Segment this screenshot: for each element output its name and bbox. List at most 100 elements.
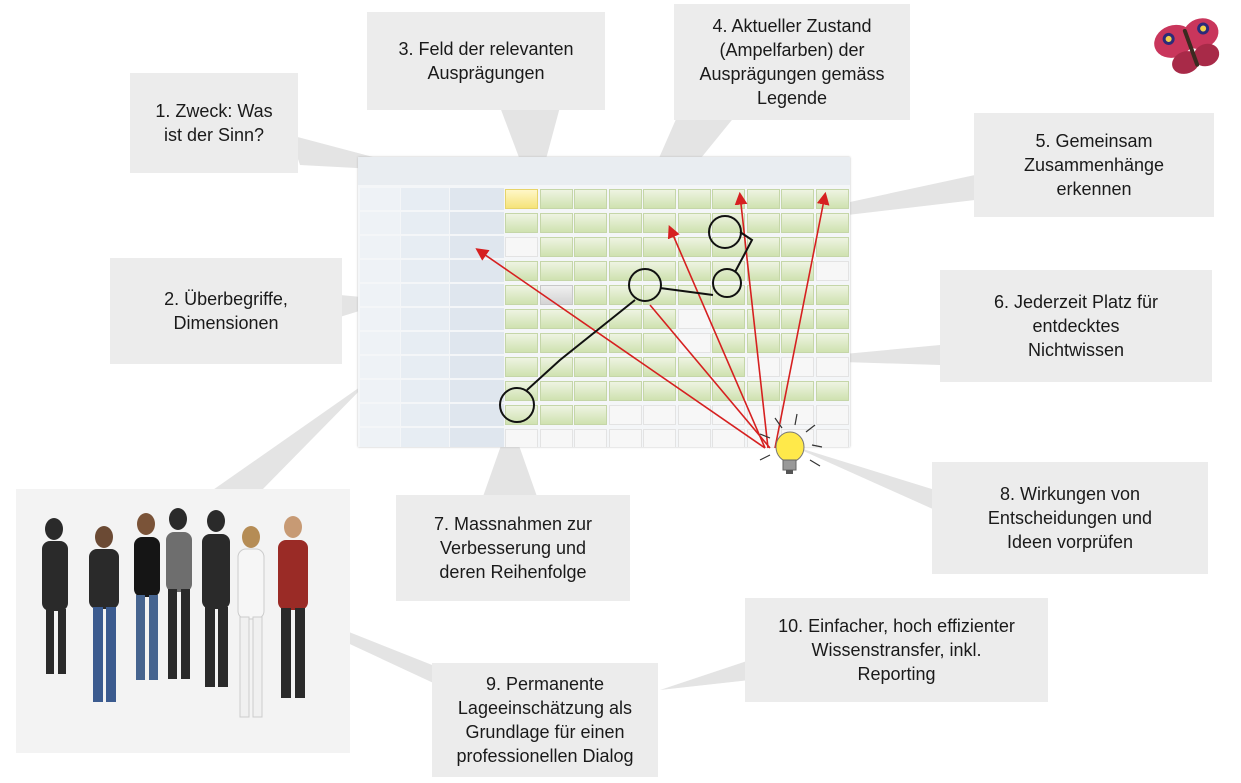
arrow-1 xyxy=(475,248,766,449)
matrix-cell xyxy=(643,213,676,233)
matrix-row-label xyxy=(360,356,400,378)
matrix-cell xyxy=(677,213,711,233)
matrix-cell xyxy=(712,261,745,281)
callout-10-wissenstransfer: 10. Einfacher, hoch effizienter Wissenst… xyxy=(745,598,1048,702)
callout-6-nichtwissen: 6. Jederzeit Platz für entdecktes Nichtw… xyxy=(940,270,1212,382)
lightbulb-icon xyxy=(759,413,823,474)
matrix-row-label xyxy=(401,212,449,234)
matrix-cell xyxy=(505,429,538,447)
link-3 xyxy=(526,299,636,391)
matrix-row xyxy=(358,379,850,403)
matrix-row-label xyxy=(450,236,504,258)
matrix-cell xyxy=(712,381,745,401)
matrix-row-label xyxy=(401,404,449,426)
matrix-header xyxy=(358,157,850,185)
circle-3 xyxy=(628,268,662,302)
matrix-row-label xyxy=(360,188,400,210)
matrix-cell xyxy=(643,237,676,257)
matrix-row xyxy=(358,331,850,355)
matrix-cell xyxy=(539,333,573,353)
matrix-cell xyxy=(505,237,538,257)
matrix-row-label xyxy=(401,260,449,282)
matrix-cell xyxy=(608,429,642,447)
matrix-cell xyxy=(815,405,849,425)
matrix-cell xyxy=(608,285,642,305)
matrix-row-label xyxy=(360,308,400,330)
matrix-cell xyxy=(643,429,676,447)
matrix-cell xyxy=(539,237,573,257)
callout-3-feld: 3. Feld der relevanten Ausprägungen xyxy=(367,12,605,110)
matrix-row-label xyxy=(360,284,400,306)
matrix-cell xyxy=(643,189,676,209)
pointer-2b xyxy=(210,380,370,492)
matrix-cell xyxy=(746,357,780,377)
matrix-row xyxy=(358,403,850,427)
matrix-row-label xyxy=(450,380,504,402)
matrix-cell xyxy=(781,237,814,257)
matrix-cell xyxy=(643,357,676,377)
matrix-row-label xyxy=(360,404,400,426)
callout-7-massnahmen: 7. Massnahmen zur Verbesserung und deren… xyxy=(396,495,630,601)
matrix-cell xyxy=(574,429,607,447)
matrix-cell xyxy=(781,309,814,329)
matrix-cell xyxy=(815,333,849,353)
matrix-cell xyxy=(505,309,538,329)
circle-4 xyxy=(499,387,535,423)
matrix-cell xyxy=(712,309,745,329)
matrix-cell xyxy=(505,405,538,425)
arrow-5 xyxy=(649,304,771,449)
matrix-cell xyxy=(608,237,642,257)
matrix-row xyxy=(358,235,850,259)
matrix-cell xyxy=(643,405,676,425)
matrix-row-label xyxy=(401,332,449,354)
matrix-cell xyxy=(815,381,849,401)
matrix-cell xyxy=(781,261,814,281)
matrix-cell xyxy=(677,429,711,447)
matrix-cell xyxy=(712,405,745,425)
matrix-cell xyxy=(815,285,849,305)
pointer-10 xyxy=(660,660,750,690)
red-arrows xyxy=(475,191,830,449)
matrix-cell xyxy=(643,309,676,329)
matrix-cell xyxy=(677,405,711,425)
pointer-8 xyxy=(790,445,935,510)
matrix-cell xyxy=(574,213,607,233)
matrix-cell xyxy=(539,429,573,447)
matrix-cell xyxy=(539,261,573,281)
pointer-3 xyxy=(500,107,560,200)
matrix-row-label xyxy=(360,260,400,282)
matrix-cell xyxy=(815,237,849,257)
matrix-cell xyxy=(574,189,607,209)
callout-1-zweck: 1. Zweck: Was ist der Sinn? xyxy=(130,73,298,173)
matrix-cell xyxy=(643,381,676,401)
matrix-cell xyxy=(781,381,814,401)
matrix-cell xyxy=(608,213,642,233)
callout-4-zustand: 4. Aktueller Zustand (Ampelfarben) der A… xyxy=(674,4,910,120)
callout-2-ueberbegriffe: 2. Überbegriffe, Dimensionen xyxy=(110,258,342,364)
matrix-row xyxy=(358,355,850,379)
matrix-cell xyxy=(539,381,573,401)
matrix-cell xyxy=(539,189,573,209)
matrix-cell xyxy=(505,381,538,401)
matrix-cell xyxy=(505,189,538,209)
matrix-row-label xyxy=(450,188,504,210)
matrix-cell xyxy=(746,333,780,353)
matrix-row xyxy=(358,187,850,211)
circle-2 xyxy=(712,268,742,298)
matrix-row-label xyxy=(450,428,504,447)
matrix-row-label xyxy=(360,332,400,354)
link-2 xyxy=(659,287,714,296)
matrix-row xyxy=(358,259,850,283)
matrix-cell xyxy=(815,213,849,233)
matrix-row-label xyxy=(401,188,449,210)
matrix-row-label xyxy=(360,212,400,234)
matrix-cell xyxy=(539,309,573,329)
matrix-row xyxy=(358,283,850,307)
matrix-row-label xyxy=(450,212,504,234)
arrow-4 xyxy=(774,191,830,449)
matrix-row-label xyxy=(360,236,400,258)
matrix-cell xyxy=(608,333,642,353)
matrix-row-label xyxy=(450,260,504,282)
matrix-cell xyxy=(746,213,780,233)
